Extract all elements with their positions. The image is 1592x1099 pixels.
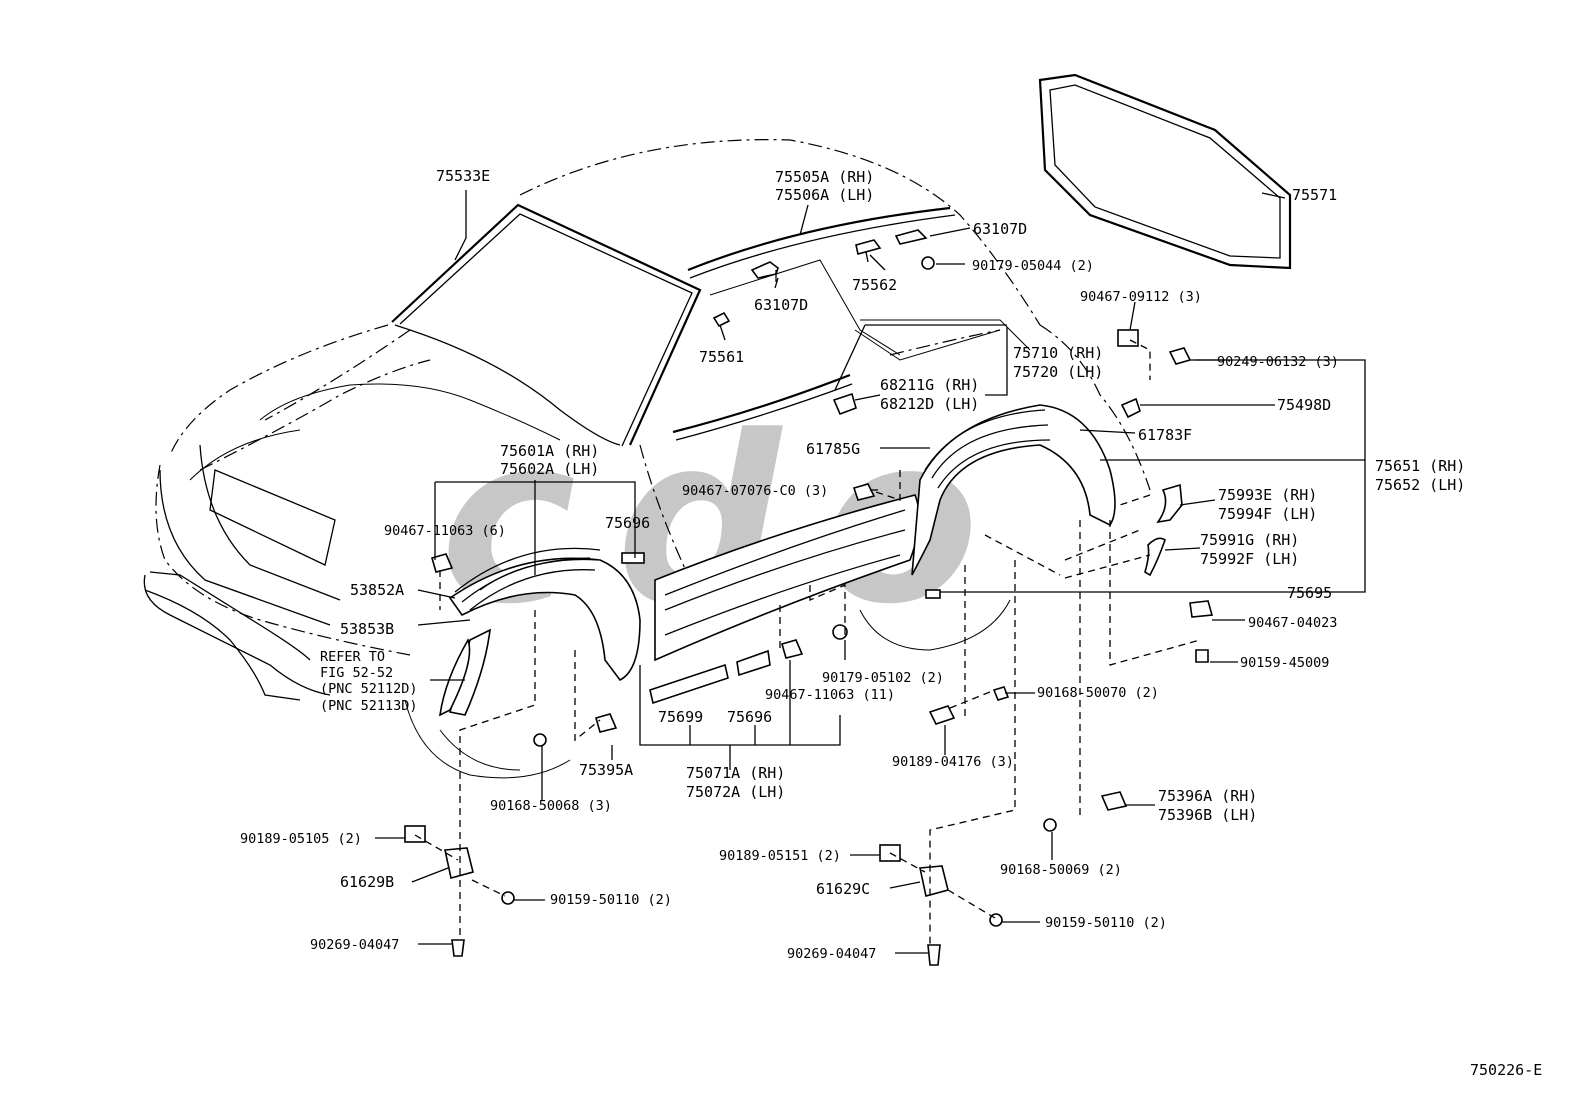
part-labels: 75533E 75505A (RH) 75506A (LH) 63107D 90… [240, 167, 1542, 1079]
label-75533E: 75533E [436, 167, 490, 185]
label-75994F: 75994F (LH) [1218, 505, 1317, 523]
label-75652: 75652 (LH) [1375, 476, 1465, 494]
label-61629B: 61629B [340, 873, 394, 891]
label-90179-05102: 90179-05102 (2) [822, 670, 944, 686]
label-75695: 75695 [1287, 584, 1332, 602]
label-90249-06132: 90249-06132 (3) [1217, 354, 1339, 370]
roof-molding [687, 206, 956, 279]
label-75993E: 75993E (RH) [1218, 486, 1317, 504]
label-75991G: 75991G (RH) [1200, 531, 1299, 549]
label-refer-4: (PNC 52113D) [320, 698, 418, 714]
label-75601A: 75601A (RH) [500, 442, 599, 460]
label-75710: 75710 (RH) [1013, 344, 1103, 362]
label-75561: 75561 [699, 348, 744, 366]
label-75505A: 75505A (RH) [775, 168, 874, 186]
label-75651: 75651 (RH) [1375, 457, 1465, 475]
label-75992F: 75992F (LH) [1200, 550, 1299, 568]
label-90269-04047-a: 90269-04047 [310, 937, 399, 953]
label-90159-45009: 90159-45009 [1240, 655, 1329, 671]
side-step-molding [649, 494, 920, 705]
label-90467-04023: 90467-04023 [1248, 615, 1337, 631]
label-68211G: 68211G (RH) [880, 376, 979, 394]
label-75396B: 75396B (LH) [1158, 806, 1257, 824]
label-61629C: 61629C [816, 880, 870, 898]
label-refer-3: (PNC 52112D) [320, 681, 418, 697]
label-90179-05044: 90179-05044 (2) [972, 258, 1094, 274]
label-90168-50069: 90168-50069 (2) [1000, 862, 1122, 878]
label-61785G: 61785G [806, 440, 860, 458]
label-63107D-b: 63107D [754, 296, 808, 314]
label-53853B: 53853B [340, 620, 394, 638]
rear-mud-guard-parts [1144, 483, 1183, 577]
label-75696-a: 75696 [605, 514, 650, 532]
label-68212D: 68212D (LH) [880, 395, 979, 413]
label-75602A: 75602A (LH) [500, 460, 599, 478]
label-75699: 75699 [658, 708, 703, 726]
label-75071A: 75071A (RH) [686, 764, 785, 782]
windshield-molding [391, 203, 702, 447]
label-75562: 75562 [852, 276, 897, 294]
label-90189-04176: 90189-04176 (3) [892, 754, 1014, 770]
label-75498D: 75498D [1277, 396, 1331, 414]
label-75506A: 75506A (LH) [775, 186, 874, 204]
rear-fender-flare [911, 404, 1116, 576]
label-90189-05151: 90189-05151 (2) [719, 848, 841, 864]
label-75396A: 75396A (RH) [1158, 787, 1257, 805]
label-90467-07076-C0: 90467-07076-C0 (3) [682, 483, 828, 499]
belt-molding [672, 373, 853, 441]
label-75395A: 75395A [579, 761, 633, 779]
label-63107D-a: 63107D [973, 220, 1027, 238]
front-fender-flare [448, 547, 641, 682]
assembly-dashes [414, 339, 1201, 945]
figure-code: 750226-E [1470, 1061, 1542, 1079]
label-90189-05105: 90189-05105 (2) [240, 831, 362, 847]
label-90159-50110-b: 90159-50110 (2) [1045, 915, 1167, 931]
label-90168-50070: 90168-50070 (2) [1037, 685, 1159, 701]
label-refer-2: FIG 52-52 [320, 665, 393, 681]
label-61783F: 61783F [1138, 426, 1192, 444]
label-refer-1: REFER TO [320, 649, 385, 665]
front-mud-guard [438, 628, 491, 717]
label-90168-50068: 90168-50068 (3) [490, 798, 612, 814]
label-75072A: 75072A (LH) [686, 783, 785, 801]
label-75720: 75720 (LH) [1013, 363, 1103, 381]
label-90467-11063-6: 90467-11063 (6) [384, 523, 506, 539]
leader-lines [375, 190, 1366, 954]
label-75696-b: 75696 [727, 708, 772, 726]
label-90467-09112: 90467-09112 (3) [1080, 289, 1202, 305]
label-90467-11063-11: 90467-11063 (11) [765, 687, 895, 703]
label-90269-04047-b: 90269-04047 [787, 946, 876, 962]
label-53852A: 53852A [350, 581, 404, 599]
label-75571: 75571 [1292, 186, 1337, 204]
label-90159-50110-a: 90159-50110 (2) [550, 892, 672, 908]
rear-glass-weatherstrip [1038, 73, 1292, 270]
